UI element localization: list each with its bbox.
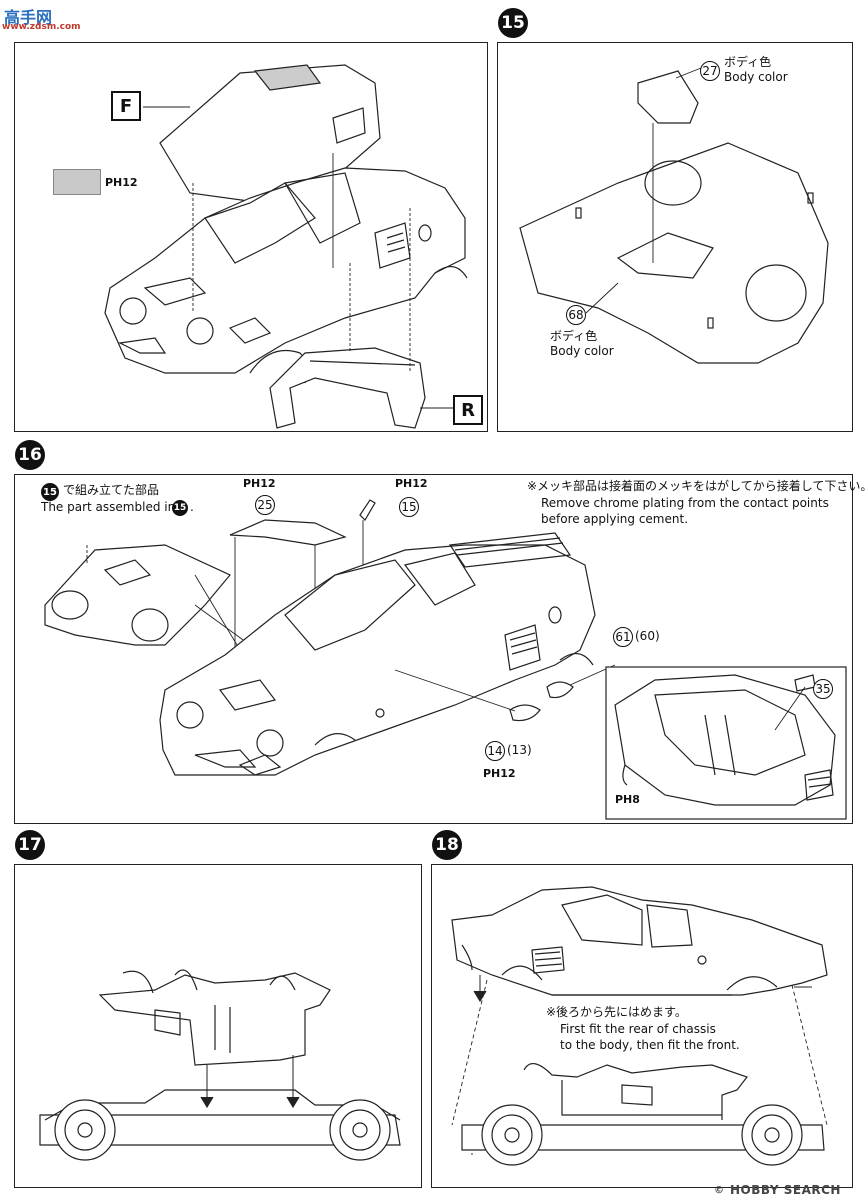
step-number-18: 18 bbox=[432, 830, 462, 860]
step-number-15: 15 bbox=[498, 8, 528, 38]
chrome-note-jp: ※メッキ部品は接着面のメッキをはがしてから接着して下さい。 bbox=[527, 479, 867, 493]
watermark-logo: 高手网 bbox=[4, 8, 53, 27]
panel-step-15: 27 ボディ色 Body color 68 ボディ色 Body color bbox=[497, 42, 853, 432]
fit-order-note-jp: ※後ろから先にはめます。 bbox=[546, 1005, 687, 1019]
paint-code-a: PH12 bbox=[243, 477, 276, 490]
illustration-chassis-interior bbox=[39, 969, 401, 1161]
paint-swatch bbox=[53, 169, 101, 195]
chrome-note-en-line1: Remove chrome plating from the contact p… bbox=[541, 496, 829, 510]
part-number-60: (60) bbox=[635, 629, 660, 643]
paint-code-c: PH12 bbox=[483, 767, 516, 780]
paint-code-b: PH12 bbox=[395, 477, 428, 490]
panel-top-left: F PH12 R bbox=[14, 42, 488, 432]
assembled-part-en-suffix: . bbox=[190, 500, 194, 514]
part-number-27: 27 bbox=[700, 61, 720, 81]
part-letter-f: F bbox=[111, 91, 141, 121]
part-number-61: 61 bbox=[613, 627, 633, 647]
panel-step-17 bbox=[14, 864, 422, 1188]
part-number-14: 14 bbox=[485, 741, 505, 761]
part-27-label-jp: ボディ色 bbox=[724, 55, 772, 69]
paint-code-tag: PH12 bbox=[105, 176, 138, 189]
part-27-label-en: Body color bbox=[724, 70, 788, 84]
part-number-25: 25 bbox=[255, 495, 275, 515]
assembled-part-en-prefix: The part assembled in bbox=[41, 500, 176, 514]
step-number-16: 16 bbox=[15, 440, 45, 470]
part-68-label-jp: ボディ色 bbox=[550, 329, 598, 343]
assembled-part-jp: で組み立てた部品 bbox=[63, 483, 160, 497]
watermark-hobby-search: HOBBY SEARCH bbox=[730, 1183, 841, 1197]
illustration-body-parts bbox=[104, 64, 468, 429]
part-number-13: (13) bbox=[507, 743, 532, 757]
panel-step-16: 15 で組み立てた部品 The part assembled in 15 . P… bbox=[14, 474, 867, 824]
ref-step-15-icon-en: 15 bbox=[172, 500, 188, 516]
fit-order-note-en-line2: to the body, then fit the front. bbox=[560, 1038, 740, 1052]
chrome-note-en-line2: before applying cement. bbox=[541, 512, 689, 526]
illustration-body-on-chassis bbox=[451, 886, 828, 1166]
ref-step-15-icon: 15 bbox=[41, 483, 59, 501]
illustration-hood bbox=[519, 67, 829, 364]
panel-step-18: ※後ろから先にはめます。 First fit the rear of chass… bbox=[431, 864, 853, 1188]
part-68-label-en: Body color bbox=[550, 344, 614, 358]
paint-code-d: PH8 bbox=[615, 793, 640, 806]
part-letter-r: R bbox=[453, 395, 483, 425]
watermark-url: www.zdsm.com bbox=[2, 22, 81, 32]
step-number-17: 17 bbox=[15, 830, 45, 860]
part-number-68: 68 bbox=[566, 305, 586, 325]
part-number-35: 35 bbox=[813, 679, 833, 699]
watermark-mark: © bbox=[714, 1185, 724, 1196]
fit-order-note-en-line1: First fit the rear of chassis bbox=[560, 1022, 716, 1036]
part-number-15: 15 bbox=[399, 497, 419, 517]
illustration-body-assembly bbox=[44, 499, 847, 820]
